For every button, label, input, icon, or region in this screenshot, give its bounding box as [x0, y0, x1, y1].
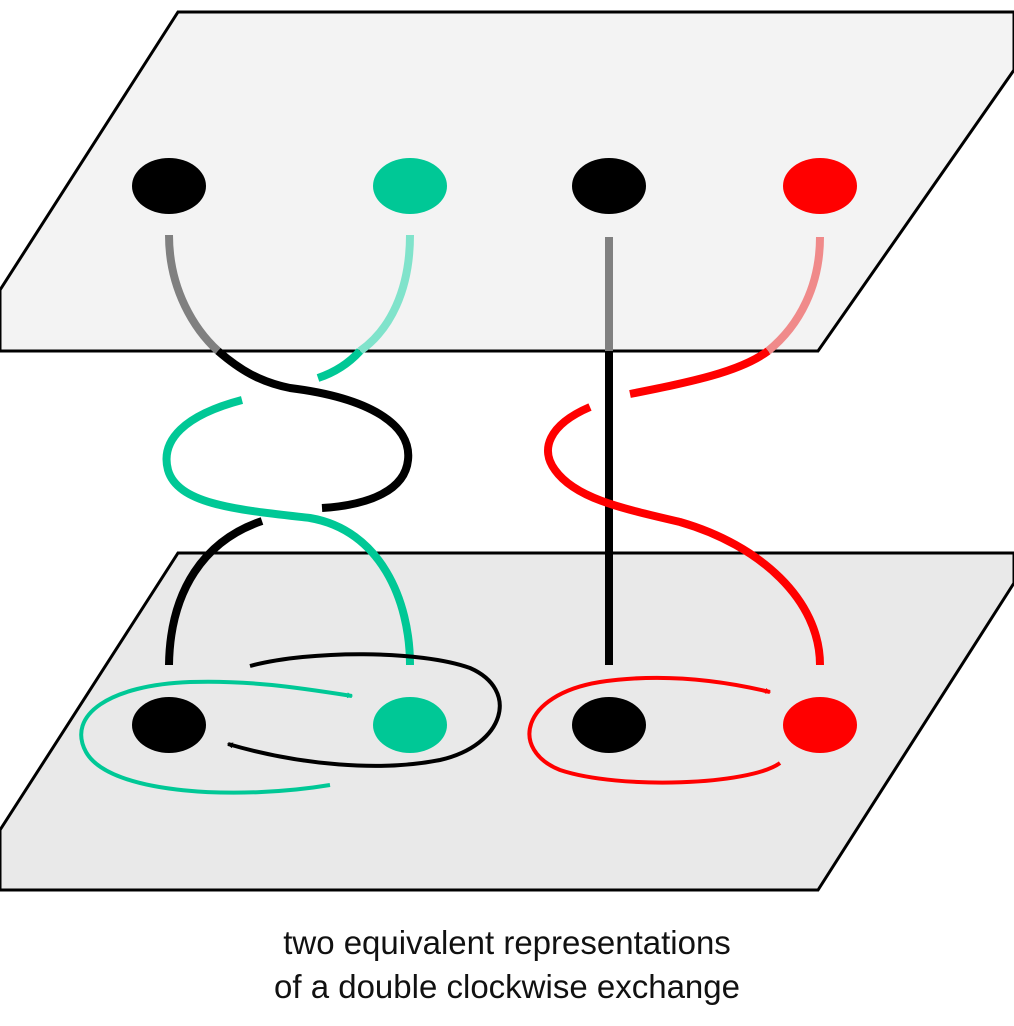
- particle-bottom-red: [783, 697, 857, 753]
- particle-bottom-black-1: [132, 697, 206, 753]
- strand-red-upper: [629, 347, 771, 398]
- top-plane-faded-strands: [165, 234, 824, 355]
- particle-bottom-teal: [373, 697, 447, 753]
- loop-teal: [79, 679, 354, 795]
- particle-top-teal: [373, 158, 447, 214]
- particle-top-black-2: [572, 158, 646, 214]
- faded-strand-red: [765, 236, 824, 355]
- top-plane: [0, 10, 1014, 353]
- loop-black: [226, 652, 502, 768]
- strand-black-left-lower: [165, 517, 264, 666]
- bottom-particles: [132, 697, 857, 753]
- top-particles: [132, 158, 857, 214]
- caption-line-1: two equivalent representations: [283, 924, 731, 961]
- faded-strand-black-left: [165, 234, 221, 354]
- loop-red: [527, 675, 782, 785]
- strand-red-lower: [544, 403, 824, 666]
- faded-strand-teal: [357, 234, 414, 355]
- strand-black-left-upper: [215, 347, 413, 512]
- particle-top-red: [783, 158, 857, 214]
- strand-teal-upper: [316, 348, 363, 382]
- bottom-plane: [0, 551, 1014, 892]
- strand-teal-middle: [162, 396, 414, 666]
- particle-bottom-black-2: [572, 697, 646, 753]
- exchange-loops: [79, 652, 782, 795]
- particle-top-black-1: [132, 158, 206, 214]
- braid-strands: [162, 347, 824, 666]
- caption-line-2: of a double clockwise exchange: [274, 968, 740, 1005]
